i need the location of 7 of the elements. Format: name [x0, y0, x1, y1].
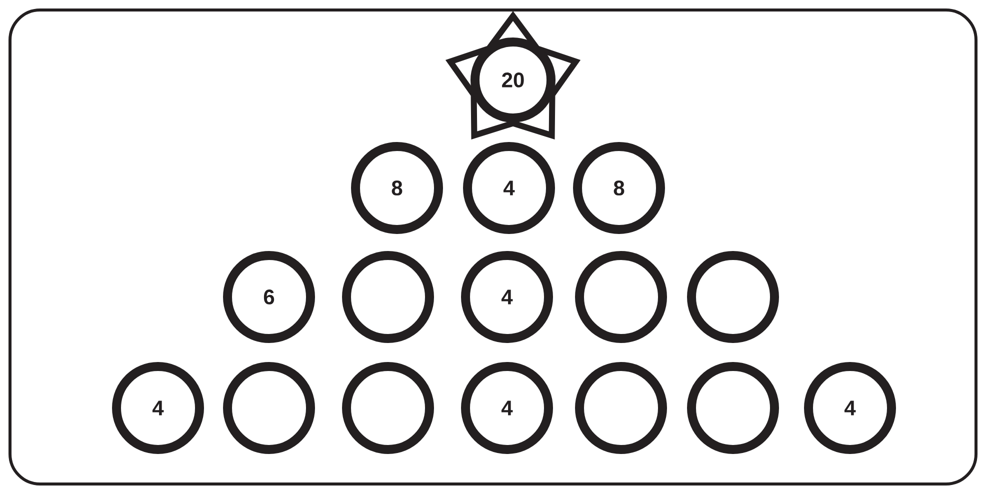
empty-circle — [575, 362, 667, 454]
empty-circle — [687, 362, 779, 454]
empty-circle — [575, 251, 667, 343]
empty-circle — [342, 251, 434, 343]
empty-circle — [223, 362, 315, 454]
empty-circle — [342, 362, 434, 454]
empty-circle — [687, 251, 779, 343]
